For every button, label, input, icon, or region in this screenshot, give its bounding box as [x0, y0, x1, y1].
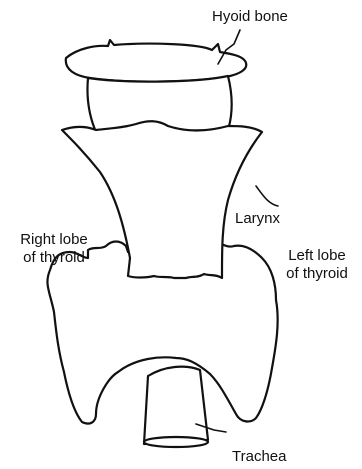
- hyoid-bone-label: Hyoid bone: [212, 8, 288, 26]
- left-lobe-label-line-2: of thyroid: [276, 265, 358, 283]
- left-lobe-label-line-1: Left lobe: [276, 247, 358, 265]
- right-lobe-label: Right lobe of thyroid: [9, 231, 99, 267]
- trachea-label: Trachea: [232, 448, 286, 466]
- right-lobe-label-line-1: Right lobe: [9, 231, 99, 249]
- left-lobe-label: Left lobe of thyroid: [276, 247, 358, 283]
- trachea-opening: [144, 437, 208, 447]
- right-lobe-label-line-2: of thyroid: [9, 249, 99, 267]
- larynx-leader: [256, 186, 278, 206]
- trachea: [144, 367, 208, 444]
- larynx-label: Larynx: [235, 210, 280, 228]
